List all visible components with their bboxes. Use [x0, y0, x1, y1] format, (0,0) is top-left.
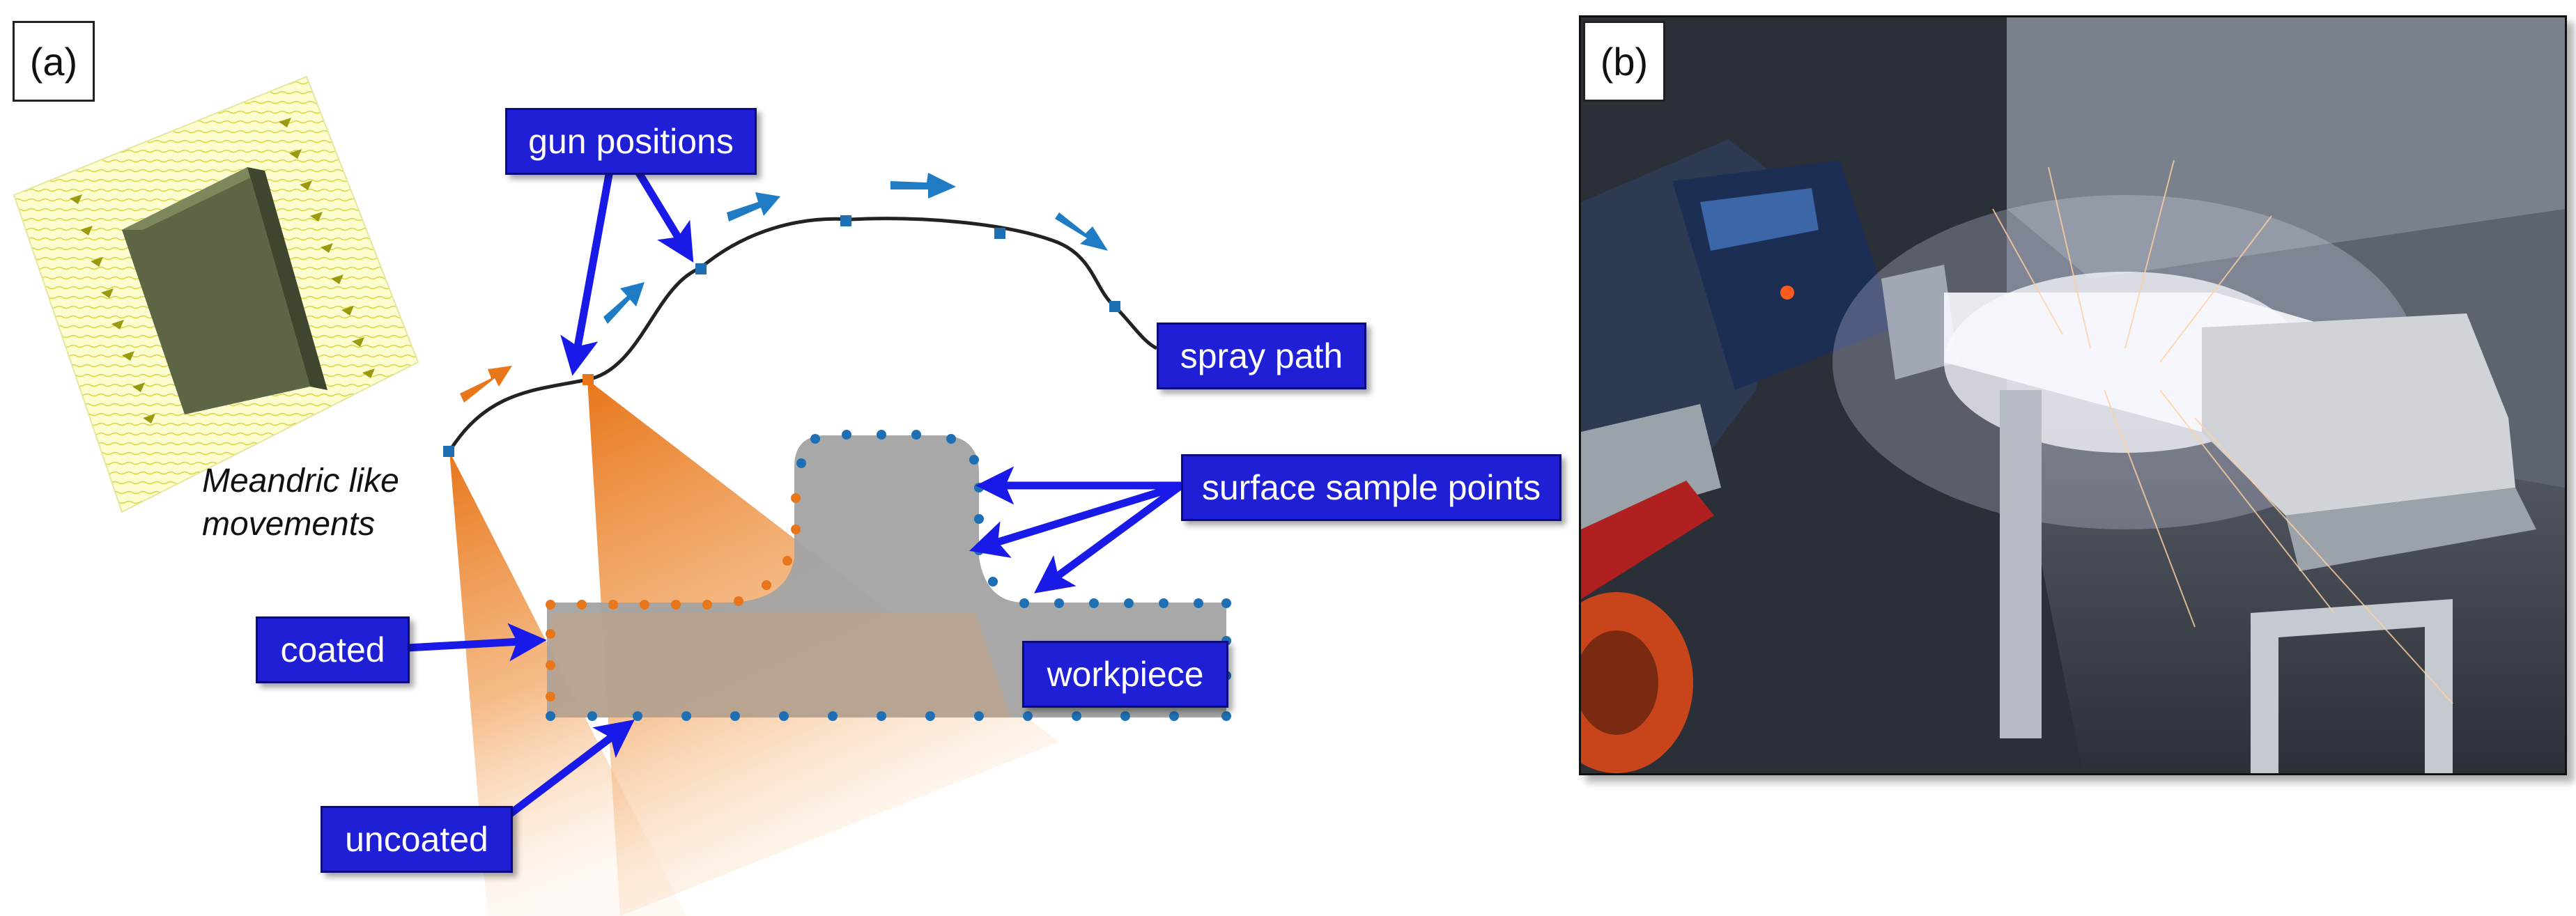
label-workpiece: workpiece [1022, 641, 1228, 708]
label-spray-path: spray path [1157, 323, 1366, 389]
label-coated: coated [256, 616, 410, 683]
gun-position-markers [443, 215, 1120, 457]
callout-arrows [403, 166, 1185, 819]
photo-frame [1579, 15, 2567, 775]
spray-photo [1581, 17, 2565, 773]
panel-a-tag: (a) [13, 21, 95, 102]
label-uncoated: uncoated [321, 806, 513, 873]
meandric-note-line-1: Meandric like [202, 463, 399, 499]
label-surface-sample-points: surface sample points [1181, 454, 1561, 521]
panel-b-tag: (b) [1583, 21, 1665, 102]
meandric-note-line-2: movements [202, 506, 376, 543]
meander-thumbnail [13, 75, 419, 513]
spray-path-curve [447, 217, 1158, 453]
meandric-movements-note: Meandric like movements [202, 460, 453, 546]
label-gun-positions: gun positions [505, 108, 757, 175]
coated-sample-points [546, 493, 801, 701]
movement-arrow-orange [460, 366, 512, 403]
movement-direction-arrows [460, 173, 1108, 403]
